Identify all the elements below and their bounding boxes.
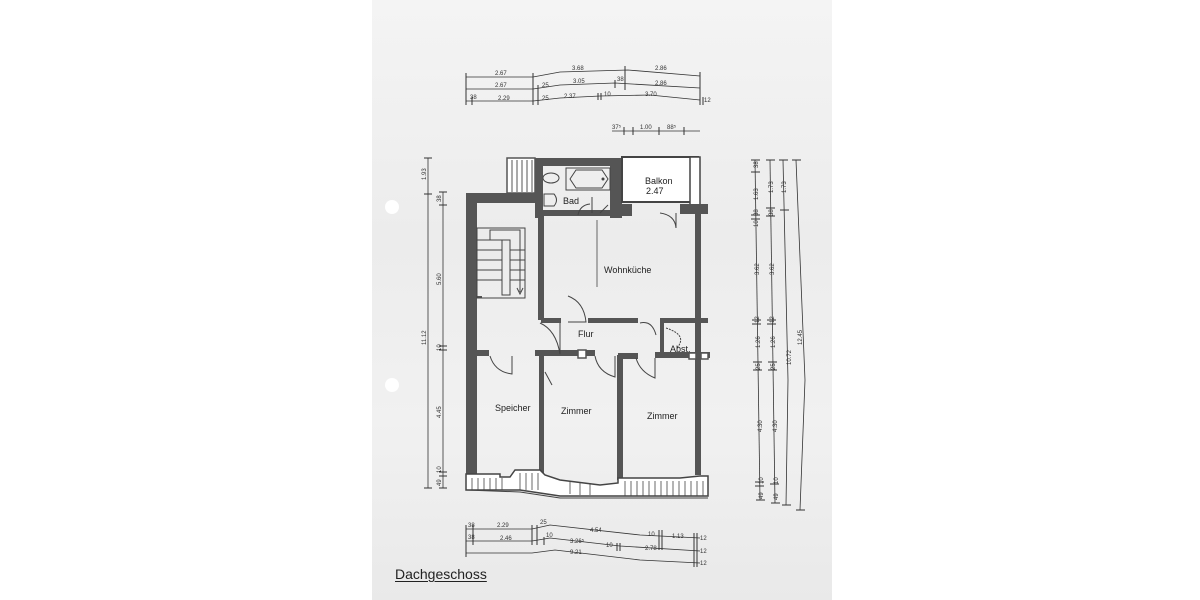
label-speicher: Speicher xyxy=(495,403,531,413)
svg-text:2.67: 2.67 xyxy=(495,83,507,89)
svg-text:3.70: 3.70 xyxy=(645,92,657,98)
scanned-paper xyxy=(372,0,832,600)
svg-text:3.05: 3.05 xyxy=(573,79,585,85)
svg-text:5.60: 5.60 xyxy=(437,273,443,285)
svg-text:10: 10 xyxy=(759,477,765,484)
staircase xyxy=(476,227,526,299)
svg-text:10: 10 xyxy=(546,533,553,539)
label-abst: Abst. xyxy=(670,344,691,354)
svg-text:25: 25 xyxy=(771,363,777,370)
svg-text:2.78: 2.78 xyxy=(645,546,657,552)
svg-text:10: 10 xyxy=(437,344,443,351)
svg-text:3.62: 3.62 xyxy=(755,263,761,275)
svg-text:49: 49 xyxy=(759,492,765,499)
svg-text:2.29: 2.29 xyxy=(498,96,510,102)
plan-title: Dachgeschoss xyxy=(395,566,487,582)
svg-text:2.67: 2.67 xyxy=(495,71,507,77)
label-bad: Bad xyxy=(563,196,579,206)
svg-text:10: 10 xyxy=(648,532,655,538)
svg-text:38: 38 xyxy=(468,523,475,529)
svg-text:38: 38 xyxy=(470,95,477,101)
svg-text:12: 12 xyxy=(755,316,761,323)
svg-text:2.29: 2.29 xyxy=(497,523,509,529)
svg-text:49: 49 xyxy=(437,479,443,486)
left-dimension-labels: 1.93 11.12 38 5.60 10 4.45 10 49 xyxy=(422,168,443,486)
label-balkon: Balkon xyxy=(645,176,673,186)
svg-text:10: 10 xyxy=(606,543,613,549)
bathroom-fixtures xyxy=(542,167,611,216)
label-zimmer-2: Zimmer xyxy=(647,411,678,421)
right-dimension-labels: 38 1.63 38 10 3.62 12 1.26 25 4.30 10 49… xyxy=(754,161,804,500)
svg-text:1.26: 1.26 xyxy=(771,336,777,348)
svg-text:4.30: 4.30 xyxy=(773,420,779,432)
svg-text:12: 12 xyxy=(704,98,711,104)
bottom-dimension-chains xyxy=(465,524,701,567)
label-balkon-area: 2.47 xyxy=(646,186,664,196)
room-labels: Bad Balkon 2.47 Wohnküche Flur Abst. Spe… xyxy=(495,176,691,421)
svg-text:37⁵: 37⁵ xyxy=(612,124,622,131)
svg-text:25: 25 xyxy=(540,520,547,526)
svg-text:3.26⁵: 3.26⁵ xyxy=(570,538,585,545)
doors xyxy=(489,212,682,386)
svg-text:4.45: 4.45 xyxy=(437,406,443,418)
svg-text:1.00: 1.00 xyxy=(640,125,652,131)
svg-text:10: 10 xyxy=(774,477,780,484)
svg-text:38: 38 xyxy=(754,209,760,216)
label-flur: Flur xyxy=(578,329,594,339)
svg-text:11.12: 11.12 xyxy=(422,330,428,345)
svg-text:12: 12 xyxy=(770,316,776,323)
svg-text:10: 10 xyxy=(754,220,760,227)
svg-text:12: 12 xyxy=(700,536,707,542)
svg-text:3.62: 3.62 xyxy=(770,263,776,275)
svg-text:3.68: 3.68 xyxy=(572,66,584,72)
svg-text:38: 38 xyxy=(468,535,475,541)
svg-text:10: 10 xyxy=(437,466,443,473)
svg-text:2.86: 2.86 xyxy=(655,66,667,72)
svg-text:9.21: 9.21 xyxy=(570,550,582,556)
punch-hole-top xyxy=(385,200,399,214)
svg-text:2.86: 2.86 xyxy=(655,81,667,87)
svg-text:38: 38 xyxy=(437,195,443,202)
svg-text:25: 25 xyxy=(756,363,762,370)
right-dimension-chains xyxy=(751,159,806,511)
svg-text:1.73: 1.73 xyxy=(782,181,788,193)
svg-text:2.46: 2.46 xyxy=(500,536,512,542)
building-walls xyxy=(465,156,710,499)
punch-hole-bottom xyxy=(385,378,399,392)
svg-text:38: 38 xyxy=(617,77,624,83)
svg-text:1.73: 1.73 xyxy=(769,181,775,193)
left-dimension-chains xyxy=(424,157,447,489)
top-dimension-chains xyxy=(465,66,704,135)
svg-text:10.72: 10.72 xyxy=(787,349,793,365)
svg-text:38: 38 xyxy=(769,209,775,216)
top-dimension-labels: 2.67 3.68 2.86 2.67 25 3.05 38 2.86 38 2… xyxy=(470,66,711,131)
svg-text:25: 25 xyxy=(542,96,549,102)
svg-text:1.63: 1.63 xyxy=(754,188,760,200)
svg-text:38: 38 xyxy=(754,161,760,168)
svg-text:4.30: 4.30 xyxy=(758,420,764,432)
label-wohnkueche: Wohnküche xyxy=(604,265,651,275)
svg-text:1.93: 1.93 xyxy=(422,168,428,180)
label-zimmer-1: Zimmer xyxy=(561,406,592,416)
svg-text:10: 10 xyxy=(604,92,611,98)
svg-text:12.45: 12.45 xyxy=(798,329,804,345)
svg-text:2.37: 2.37 xyxy=(564,94,576,100)
bottom-dimension-labels: 38 2.29 25 4.54 10 1.13 12 38 2.46 10 3.… xyxy=(468,520,707,567)
svg-text:49: 49 xyxy=(774,493,780,500)
svg-text:4.54: 4.54 xyxy=(590,528,602,534)
svg-text:12: 12 xyxy=(700,561,707,567)
svg-text:12: 12 xyxy=(700,549,707,555)
svg-text:25: 25 xyxy=(542,83,549,89)
svg-text:1.13: 1.13 xyxy=(672,534,684,540)
svg-text:88⁵: 88⁵ xyxy=(667,124,677,131)
svg-text:1.26: 1.26 xyxy=(756,336,762,348)
